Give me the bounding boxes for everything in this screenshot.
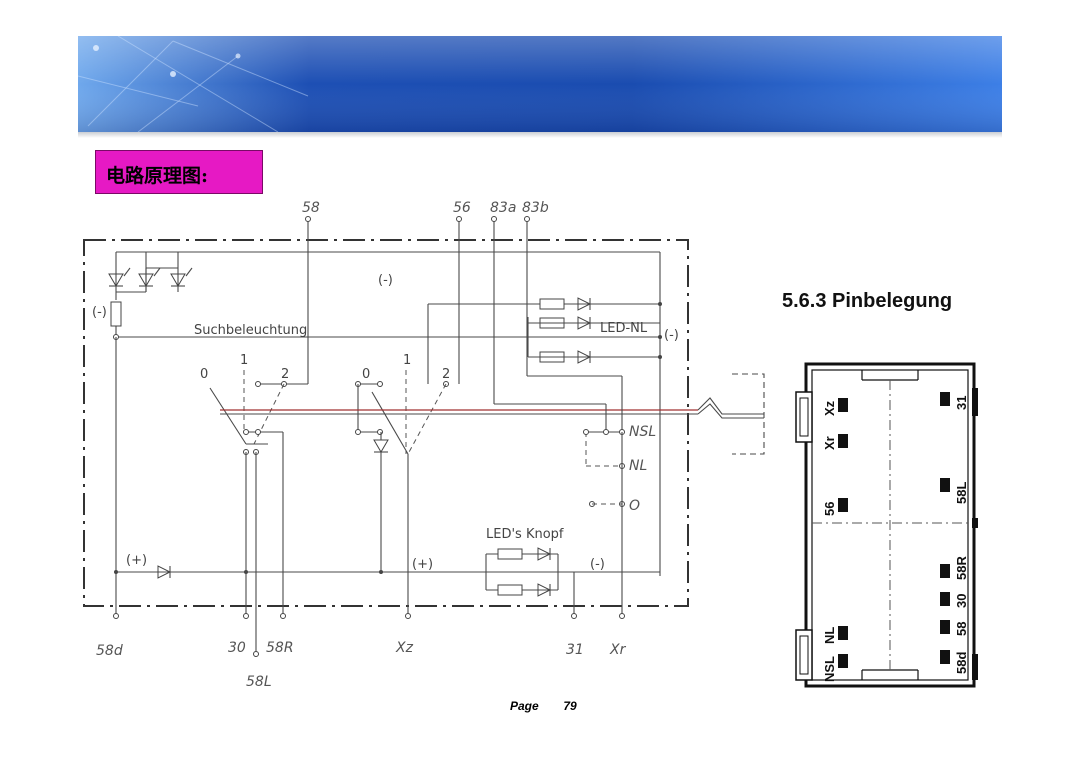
minus-label-right: (-) [664,328,679,343]
switch2-position-2: 2 [442,367,450,382]
contact-zero-label: O [629,498,640,514]
pin-left-56: 56 [822,502,837,516]
terminal-30: 30 [228,640,246,656]
connector-pinout: Xz Xr 56 NL NSL 31 58L 58R 30 58 58d [795,362,978,688]
page-number: 79 [563,699,577,713]
switch1-position-2: 2 [281,367,289,382]
page-label: Page [510,699,539,713]
led-knob-block [485,547,660,597]
switch-2: 0 1 2 [355,353,450,455]
banner-shadow [78,132,1002,138]
page-footer: Page 79 [510,699,577,713]
terminal-xz: Xz [395,640,414,656]
minus-label-left: (-) [92,305,107,320]
pin-right-58d: 58d [954,652,969,674]
terminal-58l: 58L [246,674,272,690]
schematic-frame [83,239,689,607]
terminal-58d: 58d [96,643,123,659]
page-title: 电路原理图: [106,165,209,187]
terminal-83a: 83a [490,200,516,216]
pin-right-58: 58 [954,622,969,636]
terminal-58r: 58R [266,640,294,656]
terminal-83b: 83b [522,200,549,216]
pin-right-58l: 58L [954,482,969,504]
minus-label-top: (-) [378,273,393,288]
plus-label-center: (+) [412,557,433,572]
plus-label-left: (+) [126,553,147,568]
led-nl-label: LED-NL [600,321,648,336]
minus-label-bottom: (-) [590,557,605,572]
contact-nl-label: NL [629,458,647,474]
header-banner [78,36,1002,132]
pinout-title: 5.6.3 Pinbelegung [782,290,953,312]
search-light-label: Suchbeleuchtung [194,323,307,338]
switch1-position-1: 1 [240,353,248,368]
pin-right-31: 31 [954,396,969,410]
led-nl-block [427,297,662,384]
search-light-leds [108,252,193,337]
pin-left-xz: Xz [822,400,837,416]
terminal-58: 58 [302,200,320,216]
contact-nsl-label: NSL [629,424,656,440]
led-knob-label: LED's Knopf [486,527,564,542]
title-box: 电路原理图: [95,150,263,194]
pin-left-xr: Xr [822,436,837,450]
pin-right-30: 30 [954,594,969,608]
switch1-position-0: 0 [200,367,208,382]
pin-right-58r: 58R [954,556,969,580]
pin-left-nsl: NSL [822,656,837,682]
switch-1: 0 1 2 [200,353,308,455]
terminal-56: 56 [453,200,471,216]
pin-left-nl: NL [822,627,837,644]
terminal-xr: Xr [609,642,627,658]
switch2-position-0: 0 [362,367,370,382]
switch2-position-1: 1 [403,353,411,368]
terminal-31: 31 [566,642,584,658]
circuit-schematic: 58 56 83a 83b (-) (-) Suchbeleuchtung [83,200,765,690]
